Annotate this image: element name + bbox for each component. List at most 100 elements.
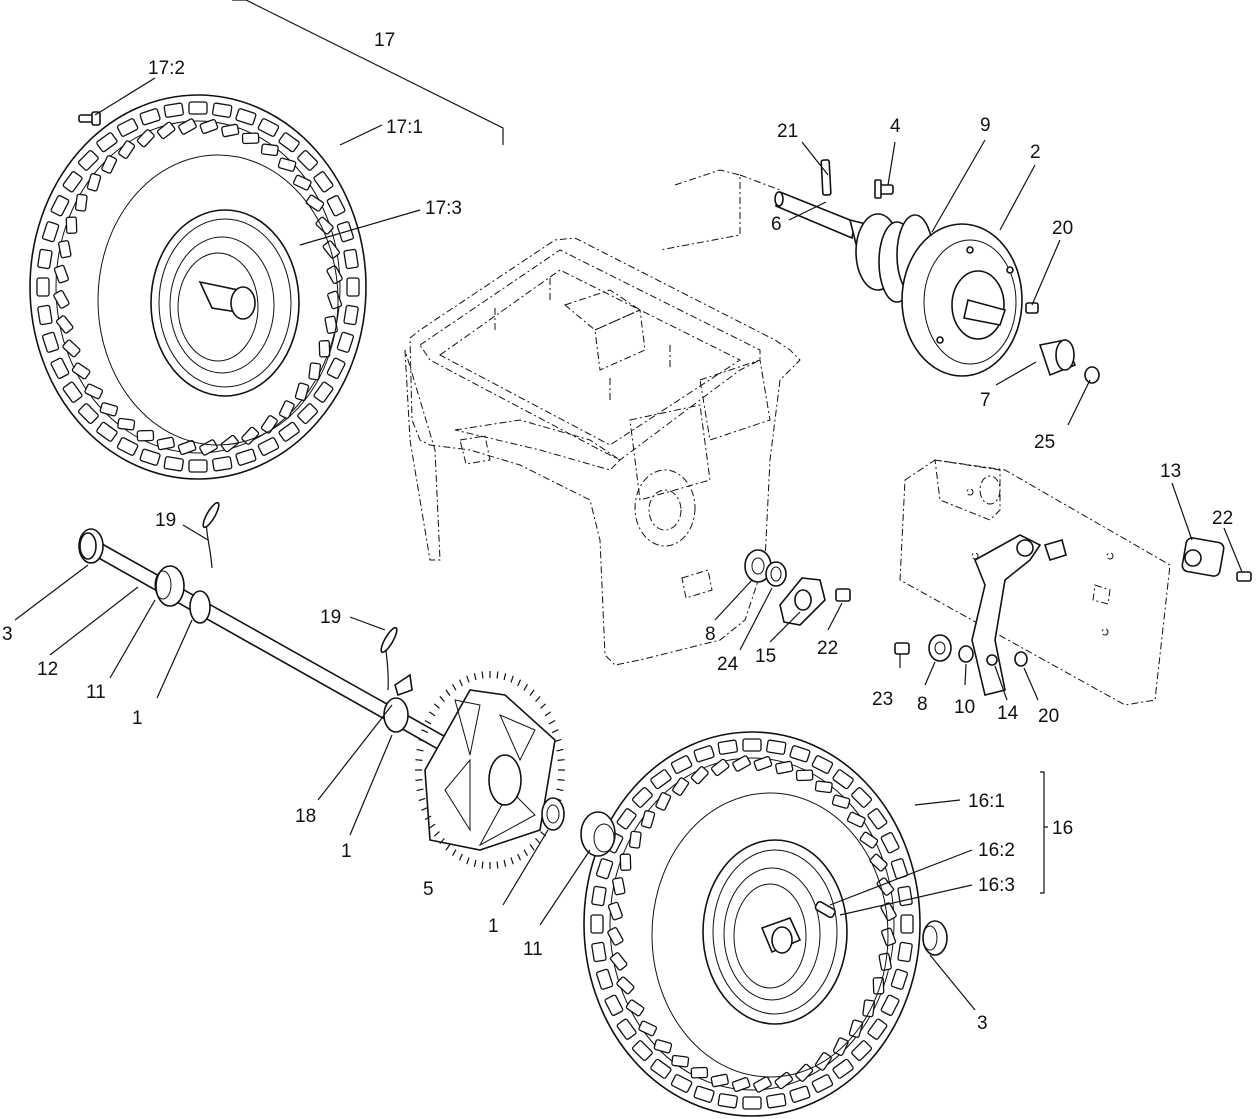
tread-lug	[604, 994, 624, 1017]
tread-lug	[50, 194, 70, 217]
tread-lug	[77, 403, 99, 425]
tread-lug	[789, 1085, 811, 1103]
tread-lug	[731, 1076, 751, 1093]
tread-lug	[814, 780, 833, 794]
tread-lug	[53, 264, 69, 284]
callout-3-right: 3	[977, 1013, 988, 1034]
callout-17: 17	[374, 30, 395, 51]
tread-lug	[84, 383, 104, 400]
tread-lug	[62, 171, 83, 193]
tread-lug	[690, 766, 709, 785]
gear-tooth	[458, 679, 463, 687]
callout-19-upper: 19	[155, 510, 176, 531]
callout-9: 9	[980, 115, 991, 136]
tread-lug	[867, 1018, 888, 1040]
tread-lug	[292, 174, 312, 191]
tread-lug	[671, 1054, 690, 1068]
callout-3-left: 3	[2, 624, 13, 645]
tread-lug	[55, 315, 74, 334]
gear-tooth	[433, 831, 440, 837]
callout-15: 15	[755, 646, 776, 667]
tread-lug	[96, 421, 118, 442]
callout-20-upper: 20	[1052, 218, 1073, 239]
tread-lug	[628, 830, 642, 849]
callout-14: 14	[997, 703, 1019, 724]
gear-tooth	[557, 759, 565, 761]
tread-lug	[851, 786, 873, 808]
tread-lug	[326, 194, 346, 217]
gear-tooth	[415, 759, 423, 761]
tread-lug	[163, 102, 184, 118]
tread-lug	[139, 448, 161, 466]
tread-lug	[878, 952, 892, 971]
tread-lug	[693, 1085, 715, 1103]
tread-lug	[766, 739, 787, 755]
gear-tooth	[517, 853, 522, 861]
tread-lug	[890, 968, 909, 990]
tread-lug	[53, 290, 70, 309]
gear-tooth	[424, 815, 432, 821]
tread-lug	[775, 760, 794, 775]
tread-lug	[318, 340, 331, 358]
tread-lug	[795, 769, 814, 782]
tread-lug	[650, 1058, 672, 1079]
gear-tooth	[473, 673, 477, 681]
tread-lug	[99, 402, 119, 417]
callout-1-right: 1	[488, 916, 499, 937]
tread-lug	[742, 738, 762, 752]
frame-hardware	[744, 537, 1252, 667]
tread-lug	[220, 434, 240, 453]
tread-lug	[37, 304, 53, 326]
tread-lug	[616, 808, 637, 830]
tread-lug	[65, 216, 78, 234]
bolt-17-2	[78, 111, 101, 126]
callout-8-frame: 8	[705, 624, 716, 645]
axle-assembly	[78, 501, 948, 956]
callout-16-2: 16:2	[978, 840, 1015, 861]
callout-25: 25	[1034, 432, 1055, 453]
callout-12: 12	[37, 659, 58, 680]
tread-lug	[313, 381, 334, 403]
tread-lug	[693, 745, 715, 763]
tread-lug	[278, 400, 295, 419]
callout-16-3: 16:3	[978, 875, 1015, 896]
tread-lug	[199, 439, 218, 456]
tread-lug	[136, 129, 155, 148]
tread-lug	[235, 108, 257, 126]
gear-tooth	[433, 703, 440, 709]
tread-lug	[897, 885, 913, 907]
tread-lug	[591, 941, 607, 963]
callout-16: 16	[1052, 818, 1073, 839]
tread-lug	[235, 448, 257, 466]
callout-1-left: 1	[132, 708, 143, 729]
tread-lug	[86, 173, 102, 192]
tread-lug	[766, 1093, 787, 1109]
pulley-assembly	[774, 159, 1100, 384]
tread-lug	[795, 1063, 814, 1082]
gear-tooth	[503, 859, 507, 867]
tread-lug	[607, 927, 624, 946]
gear-tooth	[556, 748, 564, 752]
tread-lug	[848, 1019, 864, 1038]
gear-tooth	[535, 695, 541, 703]
gear-tooth	[529, 689, 535, 696]
tread-lug	[831, 794, 851, 809]
callout-20-lower: 20	[1038, 706, 1059, 727]
mounting-plate	[899, 459, 1171, 706]
tread-lug	[670, 1074, 693, 1093]
callout-22-frame: 22	[817, 638, 838, 659]
tread-lug	[590, 914, 604, 934]
tread-lug	[178, 118, 197, 135]
frame-dashed	[404, 169, 801, 666]
tread-lug	[832, 769, 854, 790]
tread-lug	[609, 952, 628, 971]
gear-tooth	[439, 837, 445, 845]
gear-tooth	[466, 675, 470, 683]
tread-lug	[732, 755, 751, 772]
tread-lug	[753, 755, 773, 772]
tread-lug	[71, 362, 91, 380]
tread-lug	[36, 277, 50, 297]
callout-18: 18	[295, 806, 316, 827]
gear-tooth	[556, 788, 564, 792]
tread-lug	[832, 1037, 849, 1056]
